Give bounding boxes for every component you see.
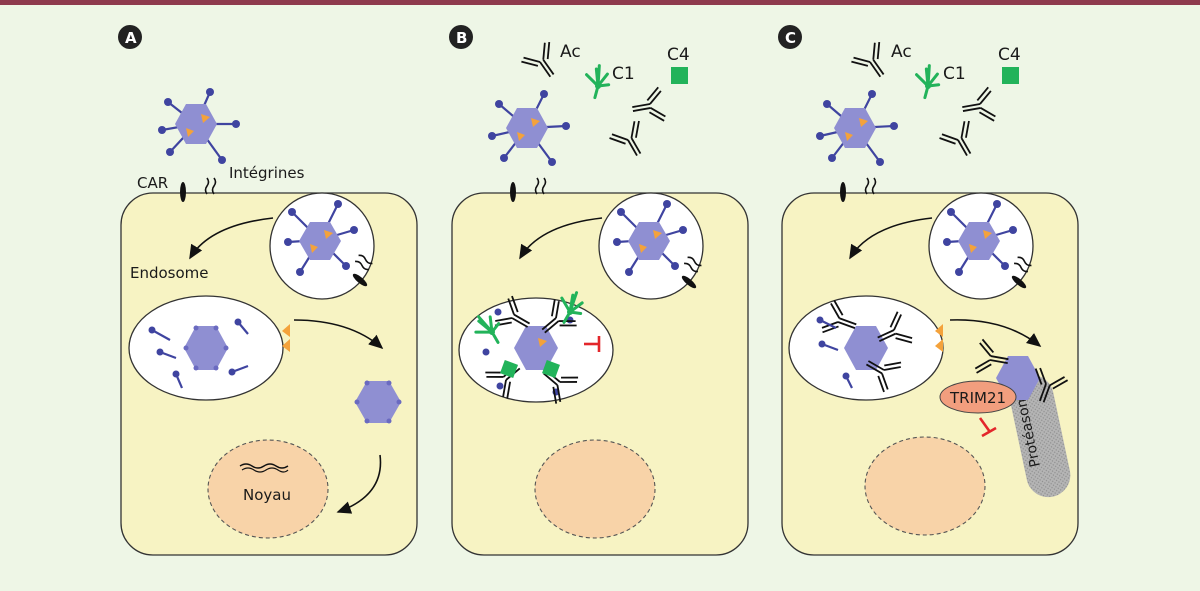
antibody-coated-capsid-c [816, 298, 915, 394]
c4-label-b: C4 [667, 45, 690, 65]
car-receptor-b [510, 182, 516, 202]
nucleus-label: Noyau [243, 486, 291, 504]
car-label: CAR [137, 174, 168, 192]
c1-label-c: C1 [943, 64, 966, 84]
panel-letter-c-badge [778, 25, 802, 49]
proteasome [1009, 374, 1071, 498]
antibody-label-b: Ac [560, 42, 581, 62]
free-capsid-a [354, 380, 402, 424]
virus-in-endosome-b [613, 200, 687, 276]
antibody-label-c: Ac [891, 42, 912, 62]
released-fiber-heads-a [148, 318, 242, 378]
arrow-to-late-endosome-a [189, 217, 274, 260]
integrins-label: Intégrines [229, 164, 305, 182]
arrow-to-cytoplasm-c [949, 319, 1042, 347]
panel-letter-a-badge [118, 25, 142, 49]
panel-letter-b-badge [449, 25, 473, 49]
nucleus-a [207, 439, 329, 539]
virus-outside-c [816, 90, 898, 166]
car-receptor-c [840, 182, 846, 202]
top-bar [0, 0, 1200, 5]
inhibition-symbol-c [978, 417, 997, 438]
receptors-in-endosome-a [352, 253, 374, 287]
arrow-to-cytoplasm-a [293, 319, 384, 350]
viral-dna-a2 [241, 467, 289, 473]
panel-b: Ac C1 C4 [449, 25, 749, 556]
capsid-in-late-endosome-a [183, 325, 229, 371]
trim21-label: TRIM21 [949, 389, 1006, 407]
c4-complement-c [1002, 67, 1019, 84]
arrow-to-late-endosome-c [849, 217, 933, 260]
c4-complement-b [671, 67, 688, 84]
nucleus-c [864, 436, 986, 536]
arrow-to-late-endosome-b [519, 217, 603, 260]
endosome-label: Endosome [130, 264, 209, 282]
arrow-to-nucleus-a [336, 454, 382, 514]
panel-letter-a: A [125, 29, 137, 47]
inhibition-symbol-b [584, 336, 601, 352]
c4-label-c: C4 [998, 45, 1021, 65]
endosome-escape-triangles-c [935, 324, 943, 352]
panel-c: Ac C1 C4 [778, 25, 1079, 556]
receptors-in-endosome-c [1011, 255, 1033, 289]
panel-letter-c: C [785, 29, 796, 47]
panel-letter-b: B [456, 29, 467, 47]
receptors-in-endosome-b [681, 255, 703, 289]
car-receptor-a [180, 182, 186, 202]
virus-in-endosome-c [943, 200, 1017, 276]
trim21 [939, 380, 1017, 414]
c1-label-b: C1 [612, 64, 635, 84]
opsonized-virus-b [468, 286, 591, 406]
virus-outside-b [488, 90, 570, 166]
panel-a: CAR Intégrines Endosome [118, 25, 418, 556]
nucleus-b [534, 439, 656, 539]
virus-outside-a [158, 88, 240, 164]
endosome-escape-triangles-a [282, 324, 290, 352]
virus-in-endosome-a [284, 200, 358, 276]
viral-dna-a [239, 463, 289, 469]
